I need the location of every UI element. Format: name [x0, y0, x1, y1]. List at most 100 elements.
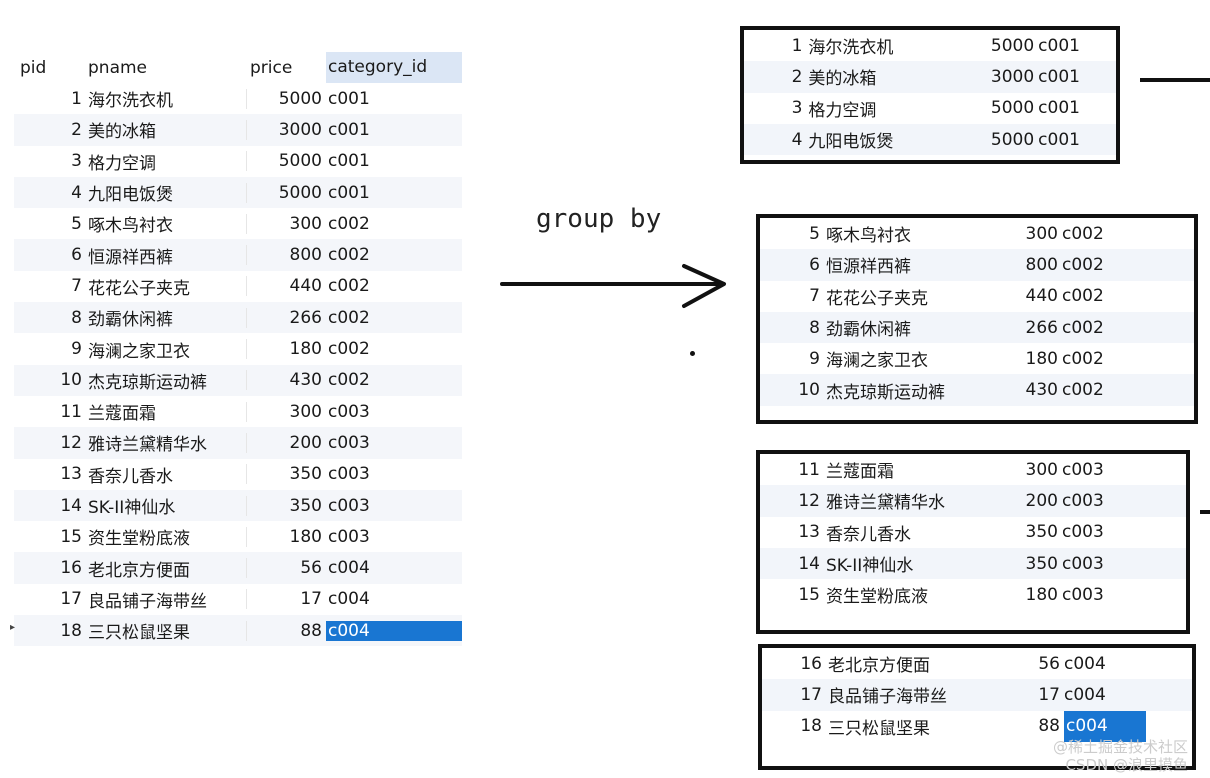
- cell-price[interactable]: 5000: [246, 88, 326, 109]
- cell-category-id[interactable]: c002: [328, 307, 370, 328]
- cell-pid[interactable]: 14: [60, 495, 82, 516]
- cell-pname[interactable]: 雅诗兰黛精华水: [88, 435, 207, 456]
- cell-category-id[interactable]: c001: [328, 182, 370, 203]
- cell-pname[interactable]: 花花公子夹克: [88, 278, 190, 299]
- cell-price[interactable]: 300: [246, 401, 326, 422]
- cell-price[interactable]: 200: [246, 432, 326, 453]
- cell-category-id[interactable]: c003: [328, 526, 370, 547]
- cell-category-id[interactable]: c001: [328, 119, 370, 140]
- cell-price[interactable]: 430: [246, 370, 326, 391]
- cell-price[interactable]: 350: [246, 464, 326, 485]
- cell-category-id[interactable]: c001: [328, 151, 370, 172]
- cell-pname[interactable]: 香奈儿香水: [88, 466, 173, 487]
- cell-pid[interactable]: 11: [60, 401, 82, 422]
- cell-pname[interactable]: 老北京方便面: [88, 560, 190, 581]
- cell-category-id[interactable]: c001: [328, 88, 370, 109]
- cell-pname[interactable]: 九阳电饭煲: [88, 185, 173, 206]
- cell-pname[interactable]: 恒源祥西裤: [88, 247, 173, 268]
- cell-pid[interactable]: 2: [71, 119, 82, 140]
- cell-pname[interactable]: 兰蔻面霜: [88, 404, 156, 425]
- cell-price[interactable]: 266: [246, 307, 326, 328]
- header-pid[interactable]: pid: [20, 57, 47, 78]
- cell-pid[interactable]: 9: [71, 339, 82, 360]
- cell-pid[interactable]: 10: [60, 370, 82, 391]
- cell-price[interactable]: 180: [246, 339, 326, 360]
- cell-category-id[interactable]: c003: [328, 401, 370, 422]
- cell-price[interactable]: 350: [246, 495, 326, 516]
- cell-pname: 良品铺子海带丝: [828, 687, 947, 708]
- cell-category-id[interactable]: c003: [328, 432, 370, 453]
- cell-pid[interactable]: 6: [71, 245, 82, 266]
- cell-pname[interactable]: 格力空调: [88, 153, 156, 174]
- cell-category-id[interactable]: c002: [328, 370, 370, 391]
- cell-pname[interactable]: 资生堂粉底液: [88, 529, 190, 550]
- cell-category-id: c002: [1062, 348, 1104, 369]
- cell-price[interactable]: 300: [246, 213, 326, 234]
- cell-price[interactable]: 56: [246, 558, 326, 579]
- cell-pid[interactable]: 5: [71, 213, 82, 234]
- cell-category-id[interactable]: c003: [328, 464, 370, 485]
- cell-price[interactable]: 180: [246, 526, 326, 547]
- cell-pname[interactable]: 良品铺子海带丝: [88, 591, 207, 612]
- cell-pname[interactable]: SK-II神仙水: [88, 498, 176, 518]
- cell-price[interactable]: 800: [246, 245, 326, 266]
- cell-pname[interactable]: 海尔洗衣机: [88, 91, 173, 112]
- cell-pid[interactable]: 17: [60, 589, 82, 610]
- cell-pname[interactable]: 杰克琼斯运动裤: [88, 372, 207, 393]
- cell-category-id[interactable]: c003: [328, 495, 370, 516]
- cell-price[interactable]: 17: [246, 589, 326, 610]
- cell-pid[interactable]: 7: [71, 276, 82, 297]
- cell-category-id[interactable]: c002: [328, 245, 370, 266]
- cell-price[interactable]: 5000: [246, 182, 326, 203]
- cell-pid[interactable]: 12: [60, 432, 82, 453]
- cell-category-id[interactable]: c004: [326, 620, 462, 641]
- cell-pid: 11: [798, 459, 820, 480]
- header-price[interactable]: price: [250, 57, 293, 78]
- cell-price[interactable]: 3000: [246, 119, 326, 140]
- cell-price: 300: [1025, 459, 1058, 480]
- cell-pname[interactable]: 美的冰箱: [88, 122, 156, 143]
- cell-price[interactable]: 440: [246, 276, 326, 297]
- cell-pid[interactable]: 18: [60, 620, 82, 641]
- cell-pid[interactable]: 1: [71, 88, 82, 109]
- cell-pname[interactable]: 三只松鼠坚果: [88, 623, 190, 644]
- header-pname[interactable]: pname: [88, 57, 148, 78]
- cell-pid[interactable]: 3: [71, 151, 82, 172]
- cell-category-id[interactable]: c002: [328, 339, 370, 360]
- cell-pid[interactable]: 8: [71, 307, 82, 328]
- cell-pname[interactable]: 啄木鸟衬衣: [88, 216, 173, 237]
- cell-price[interactable]: 88: [246, 620, 326, 641]
- cell-category-id[interactable]: c004: [328, 589, 370, 610]
- cell-pid[interactable]: 13: [60, 464, 82, 485]
- cell-category-id[interactable]: c002: [328, 213, 370, 234]
- cell-pid[interactable]: 4: [71, 182, 82, 203]
- cell-pname[interactable]: 海澜之家卫衣: [88, 341, 190, 362]
- cell-category-id[interactable]: c002: [328, 276, 370, 297]
- cell-pid[interactable]: 16: [60, 558, 82, 579]
- cell-category-id[interactable]: c004: [328, 558, 370, 579]
- cell-pid[interactable]: 15: [60, 526, 82, 547]
- cell-pname[interactable]: 劲霸休闲裤: [88, 310, 173, 331]
- header-category-id[interactable]: category_id: [326, 52, 462, 83]
- cell-price[interactable]: 5000: [246, 151, 326, 172]
